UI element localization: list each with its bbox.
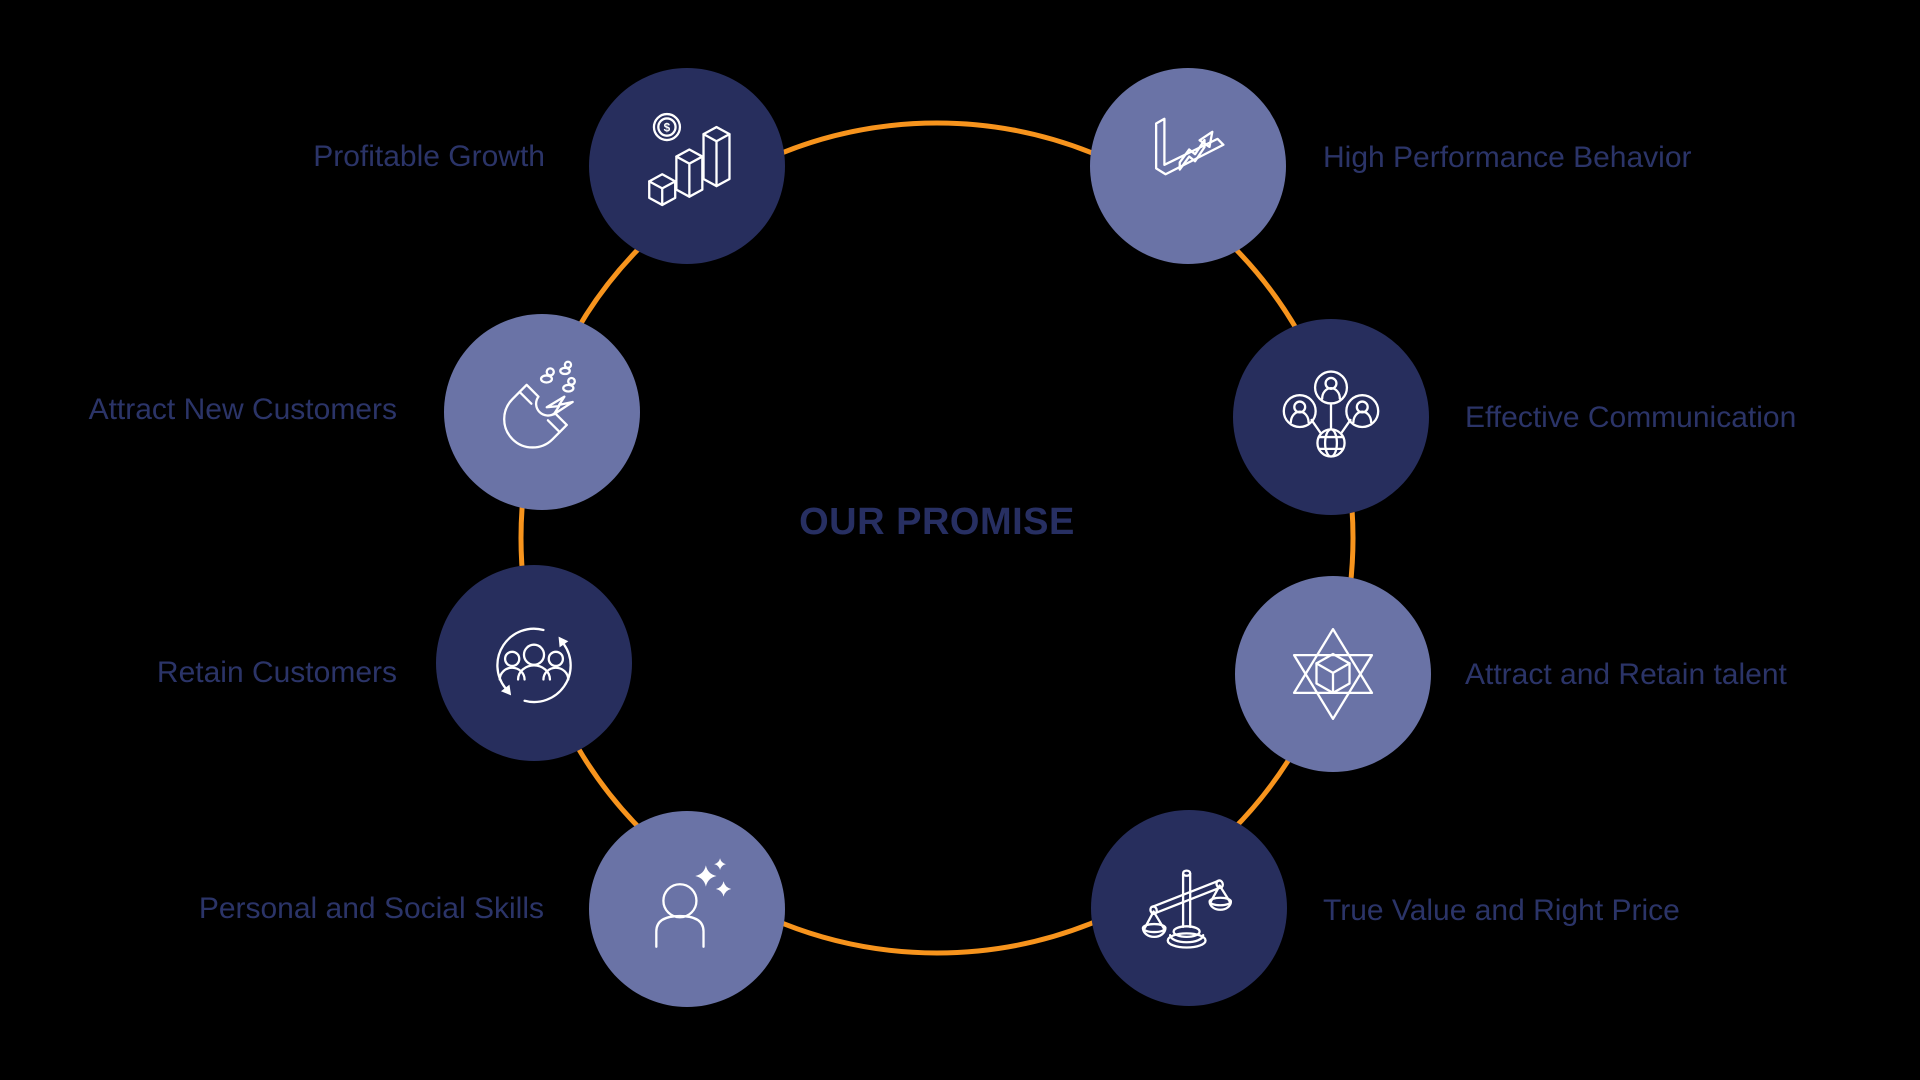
people-network-globe-icon — [1272, 358, 1390, 476]
label-retain-customers: Retain Customers — [156, 656, 397, 689]
node-attract-new-customers — [444, 314, 640, 510]
growth-arrow-axis-icon — [1129, 107, 1247, 225]
node-attract-and-retain-talent — [1235, 576, 1431, 772]
node-high-performance-behavior — [1090, 68, 1286, 264]
node-personal-and-social-skills — [589, 811, 785, 1007]
svg-text:$: $ — [664, 122, 671, 135]
magnet-icon — [483, 353, 601, 471]
isometric-star-icon — [1274, 615, 1392, 733]
page-title: OUR PROMISE — [799, 501, 1075, 543]
balance-scale-icon — [1130, 849, 1248, 967]
label-true-value-and-right-price: True Value and Right Price — [1323, 894, 1680, 927]
label-effective-communication: Effective Communication — [1465, 401, 1797, 434]
person-sparkles-icon — [628, 858, 732, 968]
people-cycle-icon — [475, 604, 593, 722]
label-profitable-growth: Profitable Growth — [313, 140, 545, 173]
node-profitable-growth: $ — [589, 68, 785, 264]
node-effective-communication — [1233, 319, 1429, 515]
label-personal-and-social-skills: Personal and Social Skills — [198, 892, 544, 925]
label-attract-and-retain-talent: Attract and Retain talent — [1465, 658, 1787, 691]
label-high-performance-behavior: High Performance Behavior — [1323, 141, 1692, 174]
bar-chart-coin-icon: $ — [628, 107, 746, 225]
label-attract-new-customers: Attract New Customers — [88, 393, 397, 426]
node-true-value-and-right-price — [1091, 810, 1287, 1006]
node-retain-customers — [436, 565, 632, 761]
